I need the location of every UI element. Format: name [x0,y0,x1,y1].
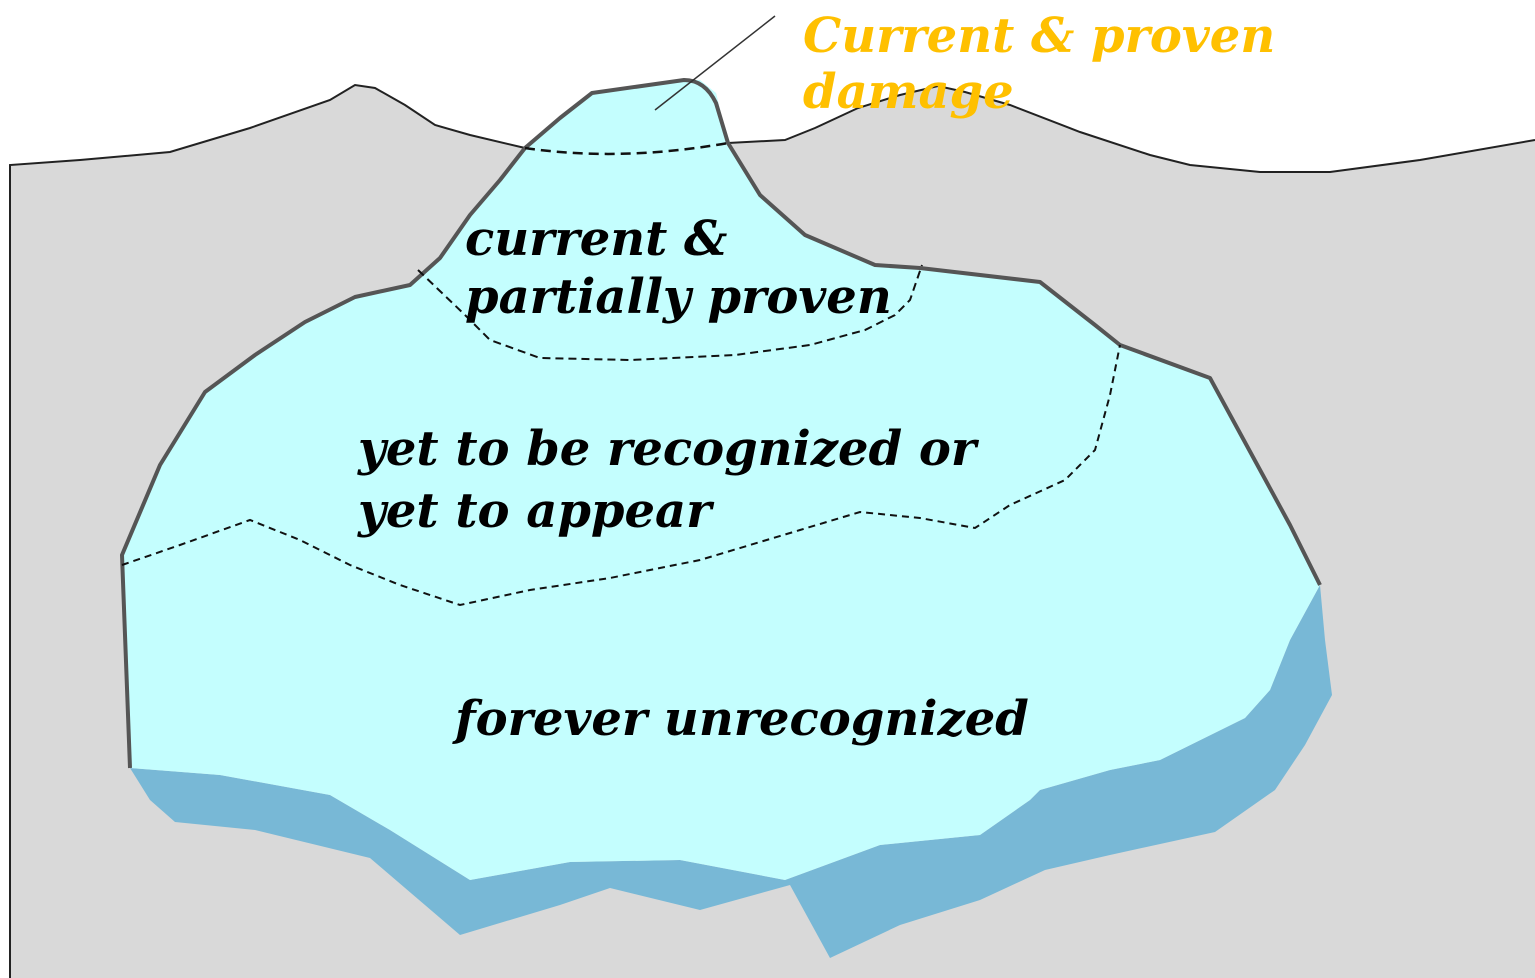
zone-forever-label: forever unrecognized [455,688,1029,750]
tip-callout-line-2: damage [803,64,1275,120]
zone-forever-line-1: forever unrecognized [455,688,1029,750]
zone-yet-label: yet to be recognized or yet to appear [358,418,976,542]
tip-callout-line-1: Current & proven [803,8,1275,64]
zone-current-label: current & partially proven [465,210,892,326]
zone-current-line-1: current & [465,210,892,268]
zone-yet-line-2: yet to appear [358,480,976,542]
tip-callout-label: Current & proven damage [803,8,1275,120]
zone-current-line-2: partially proven [465,268,892,326]
zone-yet-line-1: yet to be recognized or [358,418,976,480]
